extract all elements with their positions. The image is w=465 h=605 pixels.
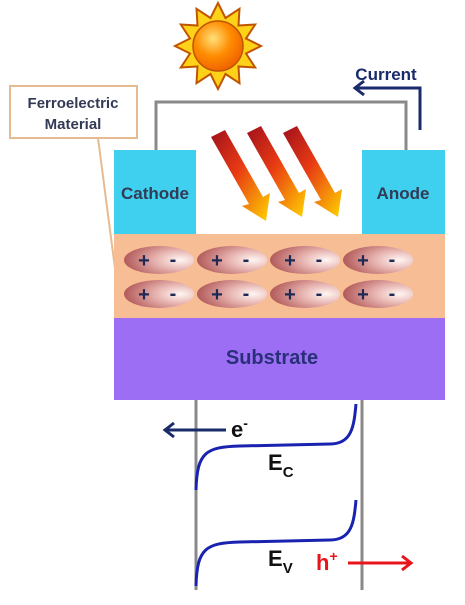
conduction-band-curve — [194, 403, 358, 491]
ferroelectric-label-line2: Material — [45, 116, 102, 133]
anode-electrode — [362, 150, 445, 234]
dipole-plus: + — [211, 250, 223, 272]
dipole-minus: - — [389, 283, 396, 305]
dipole: +- — [124, 280, 194, 308]
dipole-plus: + — [357, 250, 369, 272]
light-ray-arrow — [247, 126, 306, 217]
dipole-plus: + — [357, 284, 369, 306]
dipole-minus: - — [243, 283, 250, 305]
dipole-grid: +-+-+-+-+-+-+-+- — [124, 246, 413, 308]
sun-icon — [172, 0, 264, 92]
dipole-minus: - — [170, 283, 177, 305]
anode-label: Anode — [377, 184, 430, 203]
dipole: +- — [270, 280, 340, 308]
dipole-ellipse — [343, 246, 413, 274]
light-ray-arrows — [211, 126, 342, 221]
dipole-ellipse — [197, 246, 267, 274]
dipole: +- — [343, 280, 413, 308]
callout-leader-line — [97, 137, 117, 277]
dipole-plus: + — [211, 284, 223, 306]
dipole-ellipse — [270, 280, 340, 308]
ferroelectric-callout: Ferroelectric Material — [9, 85, 138, 139]
electron-arrow-icon — [162, 421, 226, 439]
dipole-plus: + — [138, 284, 150, 306]
current-label: Current — [355, 65, 417, 84]
dipole-minus: - — [170, 249, 177, 271]
sun-core — [192, 20, 244, 72]
dipole-ellipse — [270, 246, 340, 274]
dipole-ellipse — [343, 280, 413, 308]
dipole: +- — [197, 246, 267, 274]
dipole-minus: - — [316, 249, 323, 271]
substrate-layer — [114, 318, 445, 400]
dipole: +- — [343, 246, 413, 274]
valence-band-label: EV — [268, 546, 293, 577]
valence-band-curve — [194, 499, 358, 587]
light-ray-arrow — [211, 130, 270, 221]
dipole-minus: - — [243, 249, 250, 271]
dipole-plus: + — [138, 250, 150, 272]
cathode-label: Cathode — [121, 184, 189, 203]
dipole-ellipse — [124, 246, 194, 274]
dipole-plus: + — [284, 250, 296, 272]
dipole-plus: + — [284, 284, 296, 306]
dipole-ellipse — [124, 280, 194, 308]
light-ray-arrow — [283, 126, 342, 217]
electron-label: e- — [231, 415, 248, 442]
ferroelectric-label-line1: Ferroelectric — [28, 95, 119, 112]
cathode-electrode — [114, 150, 196, 234]
current-arrow-icon — [352, 79, 422, 130]
dipole: +- — [197, 280, 267, 308]
substrate-label: Substrate — [226, 347, 318, 369]
circuit-wire — [154, 100, 408, 150]
dipole: +- — [270, 246, 340, 274]
dipole-ellipse — [197, 280, 267, 308]
hole-label: h+ — [316, 548, 338, 575]
dipole: +- — [124, 246, 194, 274]
hole-arrow-icon — [348, 554, 414, 572]
conduction-band-label: EC — [268, 450, 294, 481]
dipole-minus: - — [316, 283, 323, 305]
dipole-minus: - — [389, 249, 396, 271]
